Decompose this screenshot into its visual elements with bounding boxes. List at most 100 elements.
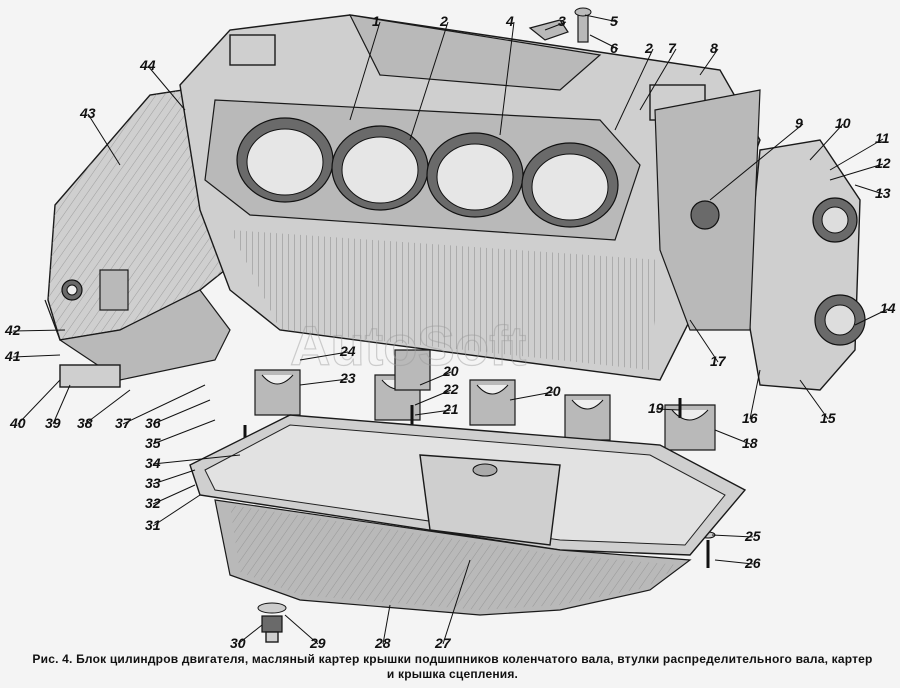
callout-6: 6 [610, 40, 618, 56]
leader-line-11 [829, 138, 884, 171]
leader-line-2 [614, 48, 654, 131]
leader-line-27 [442, 559, 471, 645]
callout-13: 13 [875, 185, 891, 201]
callout-2: 2 [644, 40, 653, 56]
callout-43: 43 [79, 105, 96, 121]
callout-24: 24 [339, 343, 356, 359]
leader-line-37 [122, 384, 206, 425]
leader-line-6 [589, 34, 619, 50]
leader-line-30 [237, 624, 263, 645]
callout-39: 39 [45, 415, 61, 431]
leader-line-22 [414, 389, 452, 406]
callout-1: 1 [372, 13, 380, 29]
callout-38: 38 [77, 415, 93, 431]
leader-line-20 [419, 371, 452, 386]
callout-8: 8 [710, 40, 718, 56]
leader-line-25 [711, 534, 754, 538]
callout-19: 19 [648, 400, 664, 416]
leader-line-26 [714, 559, 754, 565]
callout-37: 37 [115, 415, 132, 431]
svg-text:AutoSoft: AutoSoft [290, 314, 526, 377]
callout-7: 7 [668, 40, 677, 56]
callout-14: 14 [880, 300, 896, 316]
callout-42: 42 [4, 322, 21, 338]
leader-line-15 [799, 379, 829, 420]
leader-line-5 [584, 14, 619, 23]
leader-line-3 [544, 21, 567, 31]
callout-26: 26 [744, 555, 761, 571]
callout-15: 15 [820, 410, 836, 426]
callout-10: 10 [835, 115, 851, 131]
leader-line-34 [152, 454, 241, 465]
leader-line-44 [147, 65, 186, 111]
callout-12: 12 [875, 155, 891, 171]
leader-line-7 [639, 48, 677, 111]
callout-4: 4 [505, 13, 514, 29]
leader-line-39 [52, 384, 71, 425]
leader-line-38 [84, 389, 131, 425]
leader-line-40 [17, 379, 61, 425]
leader-line-36 [152, 399, 211, 425]
callout-27: 27 [434, 635, 452, 650]
leader-line-9 [709, 123, 804, 201]
callout-20: 20 [442, 363, 459, 379]
leader-line-28 [382, 604, 391, 645]
leader-line-19 [655, 408, 681, 411]
callout-29: 29 [309, 635, 326, 650]
callout-35: 35 [145, 435, 161, 451]
cylinder-block [179, 14, 761, 381]
callout-25: 25 [744, 528, 761, 544]
callout-5: 5 [610, 13, 618, 29]
callout-21: 21 [442, 401, 459, 417]
callout-2: 2 [439, 13, 448, 29]
leader-line-41 [12, 354, 61, 358]
callout-44: 44 [139, 57, 156, 73]
leader-line-31 [152, 494, 201, 527]
leader-line-18 [714, 429, 751, 445]
leader-line-13 [854, 184, 884, 195]
oil-pan [189, 414, 747, 616]
timing-gear-cover [654, 89, 866, 391]
leader-line-33 [152, 469, 196, 485]
leader-line-1 [349, 21, 381, 121]
leader-line-16 [749, 369, 761, 420]
callout-11: 11 [875, 130, 890, 146]
leader-line-42 [12, 329, 66, 332]
leader-line-43 [87, 113, 121, 166]
callout-41: 41 [4, 348, 21, 364]
leader-line-23 [299, 378, 349, 386]
drain-plug [257, 602, 287, 643]
callout-16: 16 [742, 410, 758, 426]
callout-23: 23 [339, 370, 356, 386]
callout-34: 34 [145, 455, 161, 471]
leader-lines [12, 14, 889, 645]
callout-36: 36 [145, 415, 161, 431]
leader-line-17 [689, 319, 719, 363]
callout-9: 9 [795, 115, 803, 131]
callout-20: 20 [544, 383, 561, 399]
leader-line-8 [699, 48, 719, 76]
clutch-housing [44, 84, 236, 388]
callout-31: 31 [145, 517, 161, 533]
bearing-caps [254, 349, 716, 451]
figure-caption: Рис. 4. Блок цилиндров двигателя, маслян… [32, 652, 873, 681]
leader-line-35 [152, 419, 216, 445]
cylinder-bores [236, 117, 619, 228]
leader-line-20 [509, 391, 554, 401]
leader-line-24 [299, 351, 349, 361]
callout-22: 22 [442, 381, 459, 397]
callout-18: 18 [742, 435, 758, 451]
leader-line-10 [809, 123, 844, 161]
callout-3: 3 [558, 13, 566, 29]
callout-30: 30 [230, 635, 246, 650]
leader-line-2 [409, 21, 449, 141]
leader-line-21 [414, 409, 452, 416]
callout-40: 40 [9, 415, 26, 431]
callout-33: 33 [145, 475, 161, 491]
leader-line-32 [152, 484, 196, 505]
callout-28: 28 [374, 635, 391, 650]
leader-line-29 [284, 614, 319, 645]
